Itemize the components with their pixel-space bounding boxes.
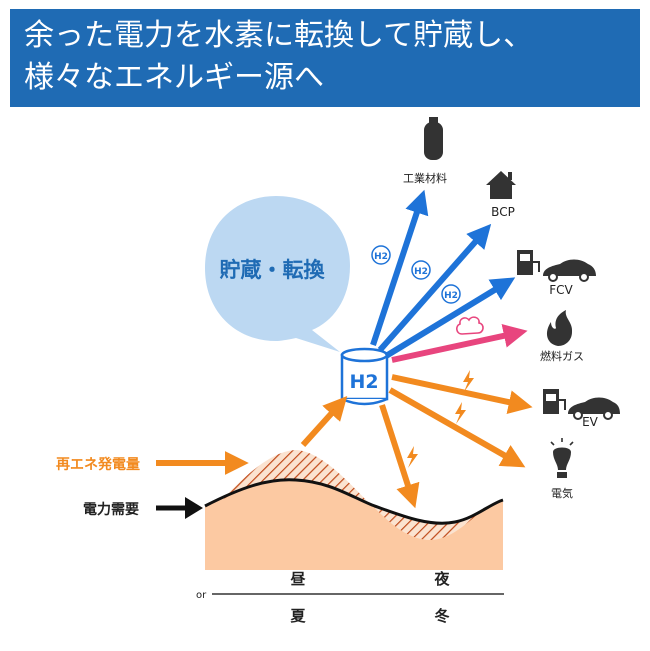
label-electricity: 電気 [551, 486, 573, 500]
axis-night: 夜 [433, 570, 450, 588]
surplus-night-hatch [372, 504, 490, 540]
charging-station-car-icon [543, 389, 620, 420]
gas-cloud-icon [456, 316, 484, 335]
demand-curve [204, 478, 504, 525]
lightning-icon-2 [455, 402, 466, 424]
arrow-to-night [379, 404, 420, 509]
tank-label: H2 [349, 371, 378, 393]
arrow-to-fcv [384, 277, 516, 359]
hydrogen-station-car-icon [517, 250, 596, 282]
supply-demand-chart [204, 450, 504, 570]
bubble-label: 貯蔵・転換 [220, 258, 326, 282]
label-renewable: 再エネ発電量 [56, 456, 140, 473]
label-bcp: BCP [491, 205, 515, 219]
light-bulb-icon [550, 438, 574, 478]
gas-cylinder-icon [424, 117, 443, 160]
h2-badge-3: H2 [441, 284, 461, 304]
label-fuel-gas: 燃料ガス [540, 349, 584, 363]
svg-text:H2: H2 [414, 267, 428, 277]
surplus-day-hatch [222, 450, 368, 502]
arrow-demand-head [185, 497, 203, 519]
label-industrial: 工業材料 [403, 171, 447, 185]
arrow-to-electricity [388, 387, 526, 468]
axis-or: or [196, 590, 207, 601]
demand-area [205, 479, 503, 570]
title-line-2: 様々なエネルギー源へ [24, 60, 324, 95]
bubble-shape [205, 196, 350, 352]
h2-badge-1: H2 [371, 245, 391, 265]
arrow-to-industrial [370, 189, 429, 346]
label-demand: 電力需要 [83, 501, 139, 518]
svg-text:H2: H2 [374, 252, 388, 262]
title-line-1: 余った電力を水素に転換して貯蔵し、 [24, 18, 534, 53]
h2-tank: H2 [340, 347, 389, 406]
arrow-surplus-to-tank [300, 395, 348, 448]
lightning-icon-1 [463, 370, 474, 392]
storage-bubble: 貯蔵・転換 [205, 196, 350, 352]
house-icon [486, 171, 516, 199]
h2-badge-2: H2 [411, 260, 431, 280]
label-ev: EV [582, 415, 599, 429]
arrow-to-fuel-gas [391, 324, 528, 363]
arrow-to-ev [391, 374, 533, 414]
svg-text:H2: H2 [444, 291, 458, 301]
title-banner: 余った電力を水素に転換して貯蔵し、 様々なエネルギー源へ [10, 9, 640, 107]
axis-summer: 夏 [289, 607, 306, 625]
axis-day: 昼 [290, 570, 305, 588]
lightning-icon-3 [407, 446, 418, 468]
arrow-to-bcp [377, 223, 492, 352]
axis-winter: 冬 [434, 607, 449, 625]
flame-icon [546, 310, 573, 346]
label-fcv: FCV [549, 283, 573, 297]
